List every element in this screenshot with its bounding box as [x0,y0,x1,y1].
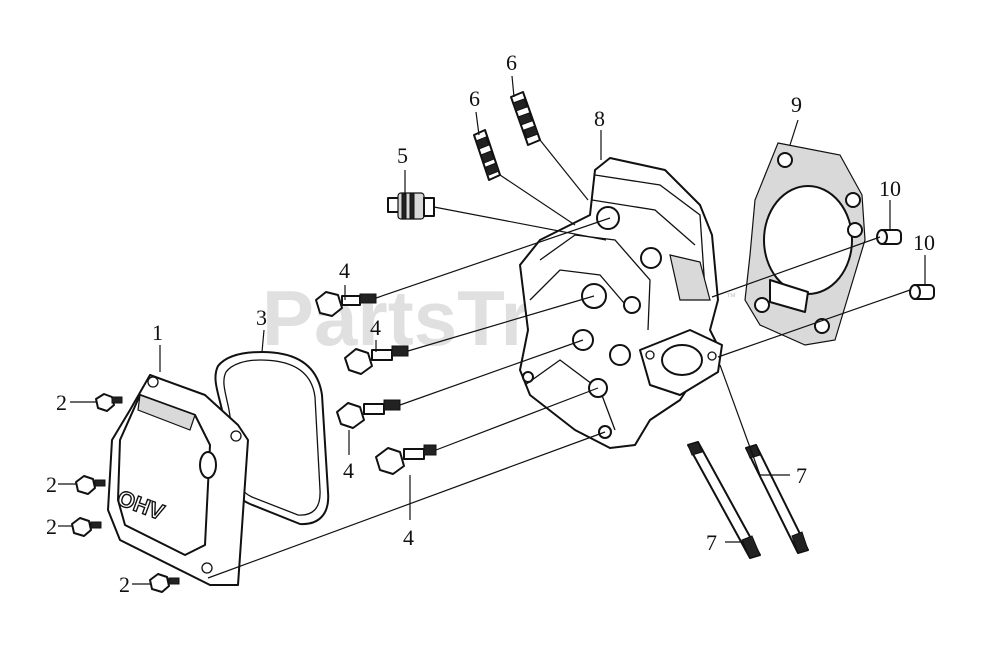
callout-4: 4 [339,258,350,283]
callout-2: 2 [56,390,67,415]
head-gasket-part[interactable] [744,142,866,346]
watermark-trademark: ™ [726,292,736,303]
callout-8: 8 [594,106,605,131]
long-stud-part[interactable] [745,444,809,554]
flange-bolt-part[interactable] [95,393,123,412]
head-bolt-part[interactable] [344,345,409,375]
head-bolt-part[interactable] [375,444,437,475]
callout-4: 4 [403,525,414,550]
callout-10: 10 [879,176,901,201]
callout-2: 2 [119,572,130,597]
callout-4: 4 [370,315,381,340]
callout-10: 10 [913,230,935,255]
stud-part[interactable] [473,129,501,181]
head-bolt-part[interactable] [336,399,401,429]
fitting-part[interactable] [387,192,435,220]
leader-lines [58,75,926,585]
callout-6: 6 [506,50,517,75]
callout-9: 9 [791,92,802,117]
cylinder-head-part[interactable] [519,157,723,449]
flange-bolt-part[interactable] [71,517,102,537]
flange-bolt-part[interactable] [149,573,180,593]
head-bolt-part[interactable] [315,291,377,317]
stud-part[interactable] [510,91,541,146]
callout-6: 6 [469,86,480,111]
callout-2: 2 [46,514,57,539]
callout-2: 2 [46,472,57,497]
callout-1: 1 [152,320,163,345]
callout-7: 7 [706,530,717,555]
flange-bolt-part[interactable] [75,475,106,495]
long-stud-part[interactable] [687,441,761,559]
valve-cover-part[interactable]: OHV [107,374,249,586]
callout-4: 4 [343,458,354,483]
dowel-pin-part[interactable] [876,229,902,245]
callout-5: 5 [397,143,408,168]
callout-7: 7 [796,463,807,488]
dowel-pin-part[interactable] [909,284,935,300]
callout-3: 3 [256,305,267,330]
